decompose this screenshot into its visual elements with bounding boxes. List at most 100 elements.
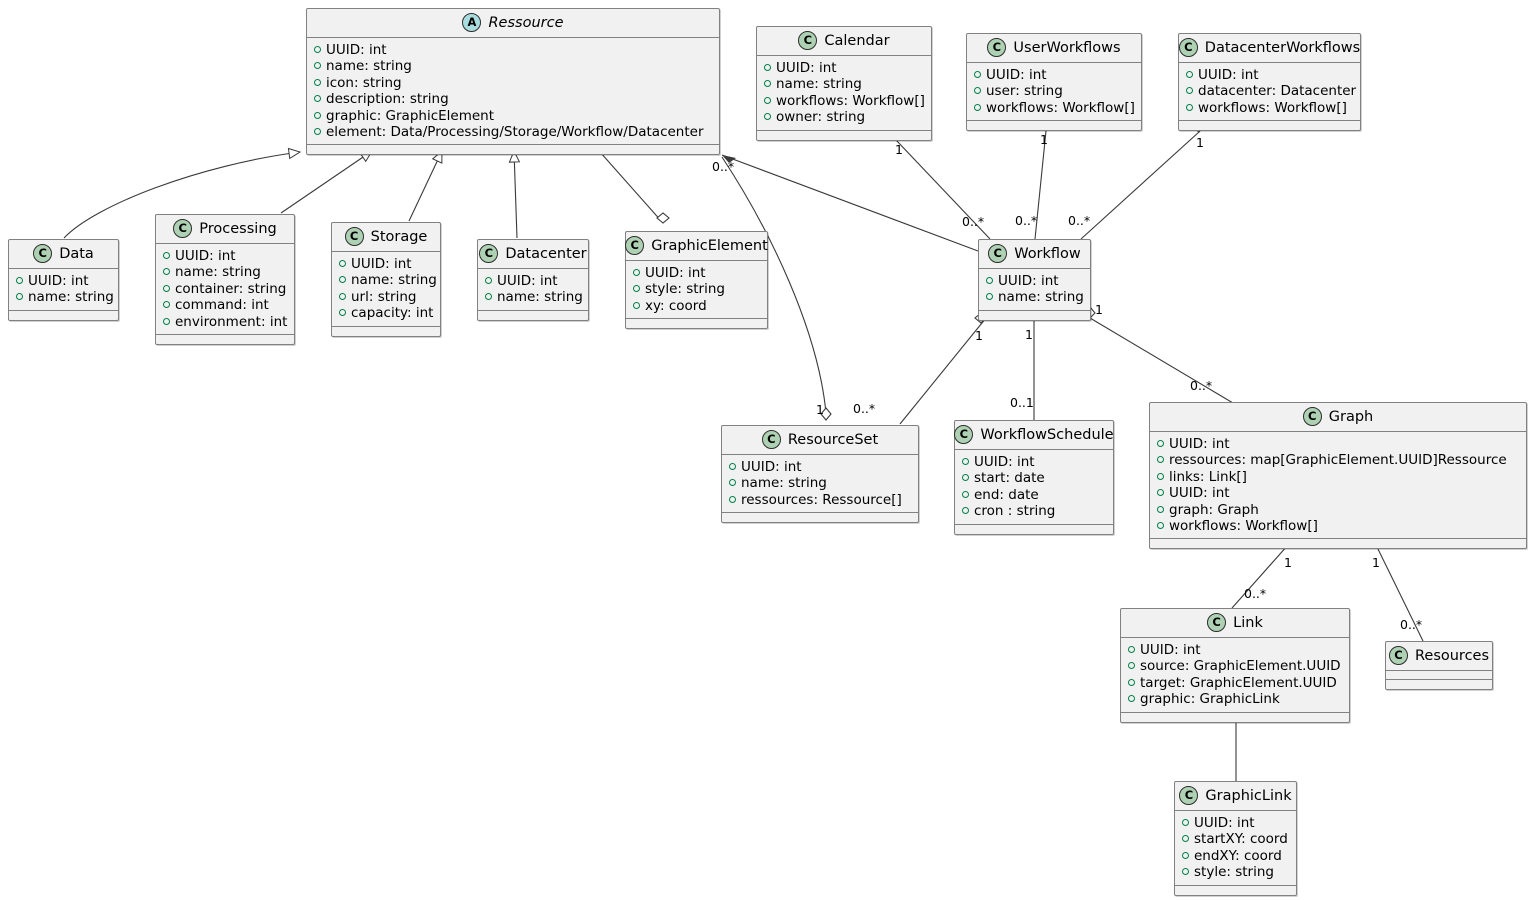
class-attribute: UUID: int — [163, 248, 287, 264]
public-visibility-icon — [16, 293, 23, 301]
public-visibility-icon — [163, 317, 170, 325]
class-methods-graphicelement — [626, 319, 767, 328]
attribute-text: name: string — [497, 289, 583, 306]
class-methods-datacenter — [478, 311, 588, 320]
multiplicity-label: 1 — [816, 402, 824, 417]
class-attribute: workflows: Workflow[] — [1157, 518, 1519, 534]
public-visibility-icon — [974, 71, 981, 78]
class-name-processing: Processing — [199, 220, 277, 237]
multiplicity-label: 1 — [895, 142, 903, 157]
attribute-text: UUID: int — [1140, 642, 1201, 658]
multiplicity-label: 1 — [1284, 555, 1292, 570]
attribute-text: start: date — [974, 470, 1045, 487]
attribute-text: owner: string — [776, 109, 866, 126]
public-visibility-icon — [764, 113, 771, 121]
attribute-text: workflows: Workflow[] — [986, 99, 1135, 116]
class-attribute: workflows: Workflow[] — [764, 93, 925, 109]
public-visibility-icon — [986, 277, 993, 284]
class-badge-icon: C — [1388, 646, 1408, 665]
public-visibility-icon — [1182, 835, 1189, 843]
class-methods-ressource — [307, 145, 719, 154]
public-visibility-icon — [1186, 103, 1193, 111]
class-badge-icon: C — [954, 425, 974, 444]
attribute-text: environment: int — [175, 313, 288, 330]
class-attribute: UUID: int — [16, 273, 111, 289]
public-visibility-icon — [764, 64, 771, 71]
class-attribute: name: string — [485, 289, 583, 306]
class-name-datacenterworkflows: DatacenterWorkflows — [1204, 39, 1361, 56]
multiplicity-label: 1 — [1196, 135, 1204, 150]
attribute-text: UUID: int — [986, 67, 1047, 83]
class-attribute: name: string — [163, 264, 287, 280]
class-attribute: UUID: int — [339, 256, 433, 272]
attribute-text: UUID: int — [1169, 436, 1230, 452]
multiplicity-label: 0..* — [853, 401, 876, 416]
multiplicity-label: 0..* — [712, 159, 735, 174]
public-visibility-icon — [485, 293, 492, 301]
class-methods-calendar — [757, 131, 931, 140]
class-attribute: capacity: int — [339, 305, 433, 321]
attribute-text: graphic: GraphicElement — [326, 107, 495, 124]
class-attribute: name: string — [729, 475, 911, 491]
class-attribute: UUID: int — [729, 459, 911, 475]
class-methods-storage — [332, 327, 440, 336]
class-attribute: UUID: int — [1157, 485, 1519, 501]
public-visibility-icon — [16, 277, 23, 284]
class-attribute: UUID: int — [986, 273, 1083, 289]
class-attribute: startXY: coord — [1182, 831, 1289, 847]
class-badge-icon: C — [1302, 407, 1322, 426]
attribute-text: endXY: coord — [1194, 847, 1282, 864]
class-name-userworkflows: UserWorkflows — [1013, 39, 1121, 56]
attribute-text: UUID: int — [326, 42, 387, 58]
class-name-storage: Storage — [370, 228, 428, 245]
public-visibility-icon — [1186, 71, 1193, 78]
class-attribute: graph: Graph — [1157, 502, 1519, 518]
public-visibility-icon — [163, 252, 170, 259]
public-visibility-icon — [729, 495, 736, 503]
edge-graphicelement-ressource — [599, 151, 664, 224]
public-visibility-icon — [764, 96, 771, 104]
multiplicity-label: 1 — [975, 328, 983, 343]
public-visibility-icon — [1157, 440, 1164, 447]
attribute-text: name: string — [28, 289, 114, 306]
class-attribute: workflows: Workflow[] — [974, 99, 1135, 116]
attribute-text: user: string — [986, 83, 1063, 100]
attribute-text: container: string — [175, 280, 287, 297]
class-attribute: UUID: int — [1157, 436, 1519, 452]
class-attribute: name: string — [339, 272, 437, 288]
public-visibility-icon — [974, 103, 981, 111]
attribute-text: UUID: int — [1169, 485, 1230, 502]
class-attribute: ressources: map[GraphicElement.UUID]Ress… — [1157, 452, 1519, 468]
attribute-text: cron : string — [974, 503, 1056, 520]
attribute-text: name: string — [741, 475, 827, 492]
abstract-class-badge-icon: A — [462, 13, 482, 32]
public-visibility-icon — [1128, 678, 1135, 686]
class-attribute: target: GraphicElement.UUID — [1128, 675, 1342, 691]
